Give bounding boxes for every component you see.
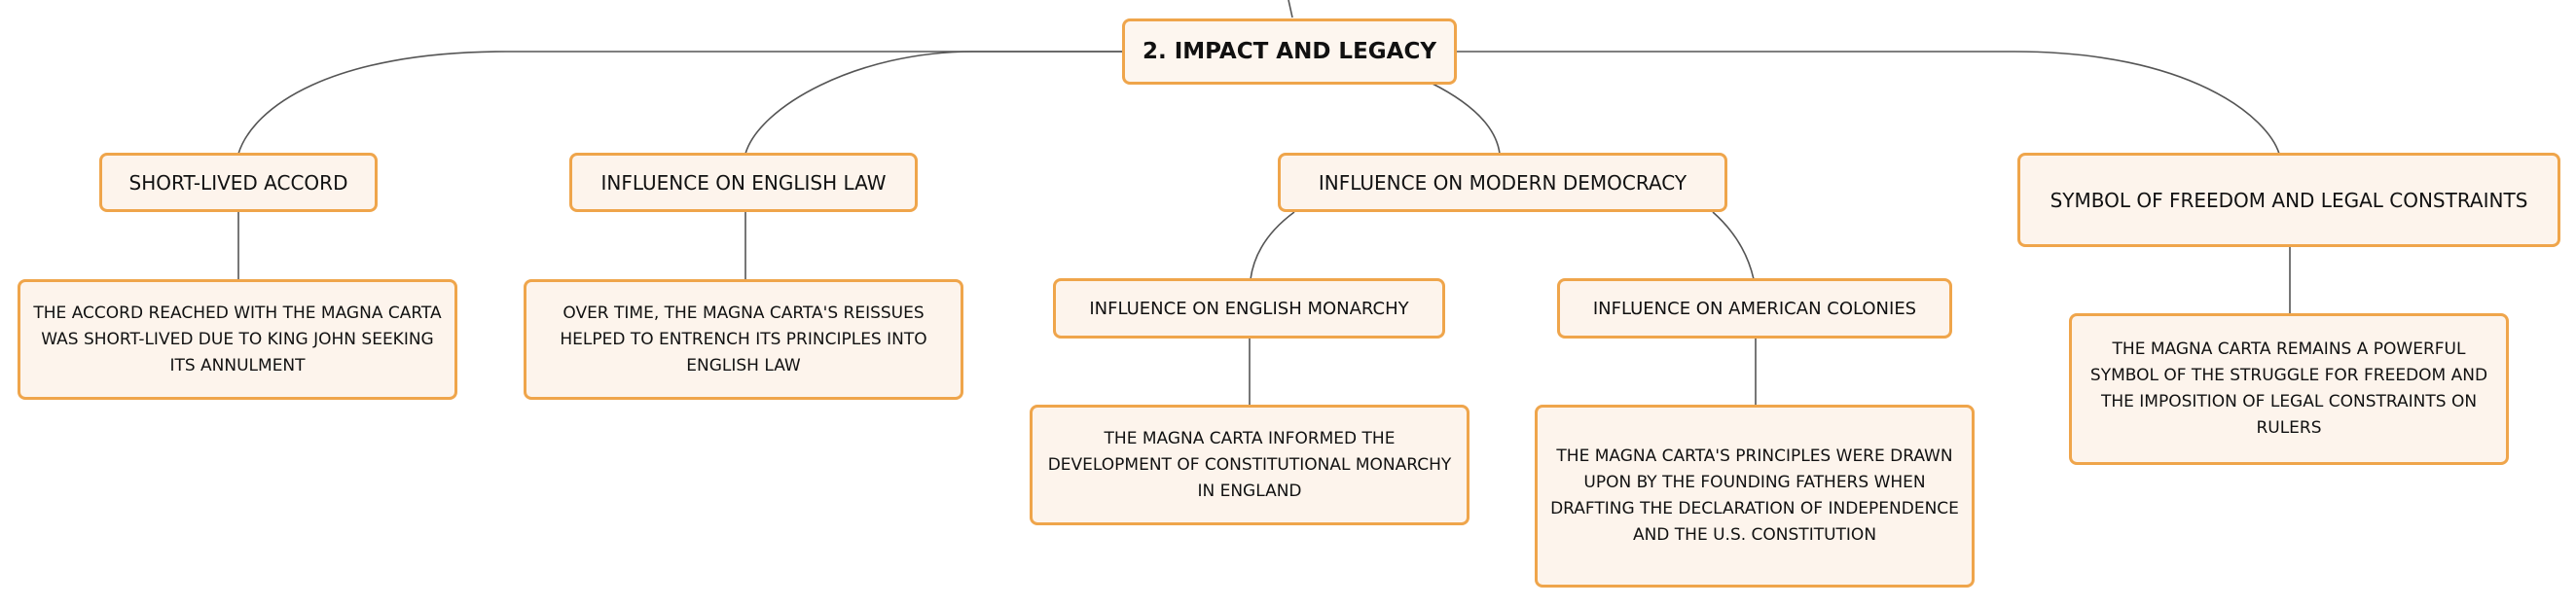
topic-label: INFLUENCE ON MODERN DEMOCRACY — [1318, 170, 1687, 195]
detail-text: THE MAGNA CARTA'S PRINCIPLES WERE DRAWN … — [1550, 446, 1959, 545]
subtopic-label: INFLUENCE ON AMERICAN COLONIES — [1592, 298, 1917, 319]
root-topic-label: 2. IMPACT AND LEGACY — [1142, 39, 1437, 64]
detail-text: THE MAGNA CARTA INFORMED THE DEVELOPMENT… — [1047, 428, 1452, 501]
topic-symbol-of-freedom[interactable]: SYMBOL OF FREEDOM AND LEGAL CONSTRAINTS — [2017, 153, 2560, 247]
topic-label: INFLUENCE ON ENGLISH LAW — [600, 170, 887, 195]
subtopic-american-colonies[interactable]: INFLUENCE ON AMERICAN COLONIES — [1557, 278, 1952, 339]
root-topic[interactable]: 2. IMPACT AND LEGACY — [1122, 18, 1457, 85]
connector-root-english-law — [744, 51, 1124, 155]
connector-parent-stub — [1288, 0, 1293, 18]
detail-text: OVER TIME, THE MAGNA CARTA'S REISSUES HE… — [560, 303, 927, 375]
detail-symbol-of-freedom[interactable]: THE MAGNA CARTA REMAINS A POWERFUL SYMBO… — [2069, 313, 2509, 465]
connector-democracy-american — [1712, 211, 1755, 280]
topic-influence-modern-democracy[interactable]: INFLUENCE ON MODERN DEMOCRACY — [1278, 153, 1727, 212]
connector-root-short-lived — [237, 51, 1124, 155]
connector-root-symbol — [1455, 51, 2280, 155]
connector-democracy-monarchy — [1250, 211, 1295, 280]
detail-english-monarchy[interactable]: THE MAGNA CARTA INFORMED THE DEVELOPMENT… — [1030, 405, 1469, 525]
connector-root-modern-democracy — [1430, 82, 1501, 155]
detail-text: THE ACCORD REACHED WITH THE MAGNA CARTA … — [33, 303, 442, 375]
detail-american-colonies[interactable]: THE MAGNA CARTA'S PRINCIPLES WERE DRAWN … — [1535, 405, 1975, 588]
topic-label: SYMBOL OF FREEDOM AND LEGAL CONSTRAINTS — [2050, 188, 2528, 212]
detail-influence-english-law[interactable]: OVER TIME, THE MAGNA CARTA'S REISSUES HE… — [524, 279, 963, 400]
detail-short-lived-accord[interactable]: THE ACCORD REACHED WITH THE MAGNA CARTA … — [18, 279, 457, 400]
topic-influence-english-law[interactable]: INFLUENCE ON ENGLISH LAW — [569, 153, 918, 212]
subtopic-english-monarchy[interactable]: INFLUENCE ON ENGLISH MONARCHY — [1053, 278, 1445, 339]
topic-short-lived-accord[interactable]: SHORT-LIVED ACCORD — [99, 153, 378, 212]
detail-text: THE MAGNA CARTA REMAINS A POWERFUL SYMBO… — [2089, 339, 2488, 438]
subtopic-label: INFLUENCE ON ENGLISH MONARCHY — [1089, 298, 1409, 319]
topic-label: SHORT-LIVED ACCORD — [128, 170, 348, 195]
